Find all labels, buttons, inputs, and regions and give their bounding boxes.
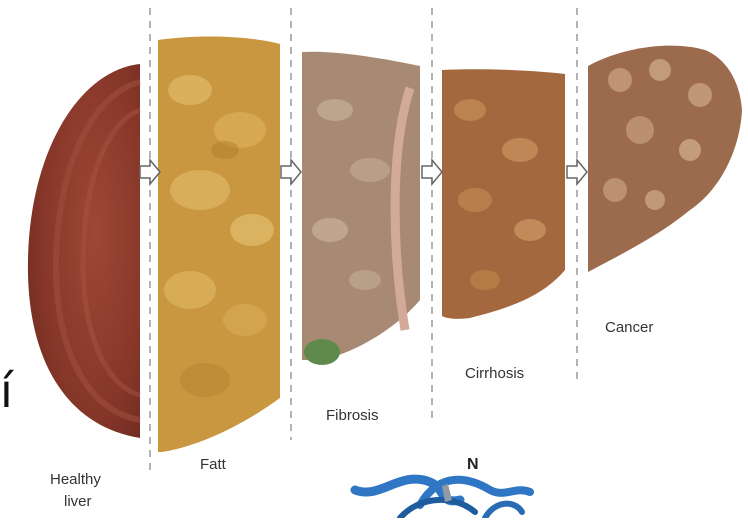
label-healthy-line1: Healthy [50, 470, 101, 489]
healthy-liver-segment [28, 64, 140, 438]
gallbladder [304, 339, 340, 365]
protein-structure-graphic [355, 479, 530, 518]
label-cancer: Cancer [605, 318, 653, 337]
label-fatty: Fatt [200, 455, 226, 474]
label-healthy-line2: liver [64, 492, 92, 511]
label-cirrhosis: Cirrhosis [465, 364, 524, 383]
fatty-liver-segment [158, 37, 280, 452]
cirrhosis-liver-segment [442, 69, 565, 319]
cancer-liver-segment [588, 46, 742, 272]
arrow-icon [281, 160, 301, 184]
protein-n-terminus-label: N [467, 455, 479, 474]
arrow-icon [567, 160, 587, 184]
fibrosis-liver-segment [302, 52, 420, 365]
arrow-icon [140, 160, 160, 184]
label-fibrosis: Fibrosis [326, 406, 379, 425]
arrow-icon [422, 160, 442, 184]
edge-glyph-text: í [0, 368, 13, 414]
